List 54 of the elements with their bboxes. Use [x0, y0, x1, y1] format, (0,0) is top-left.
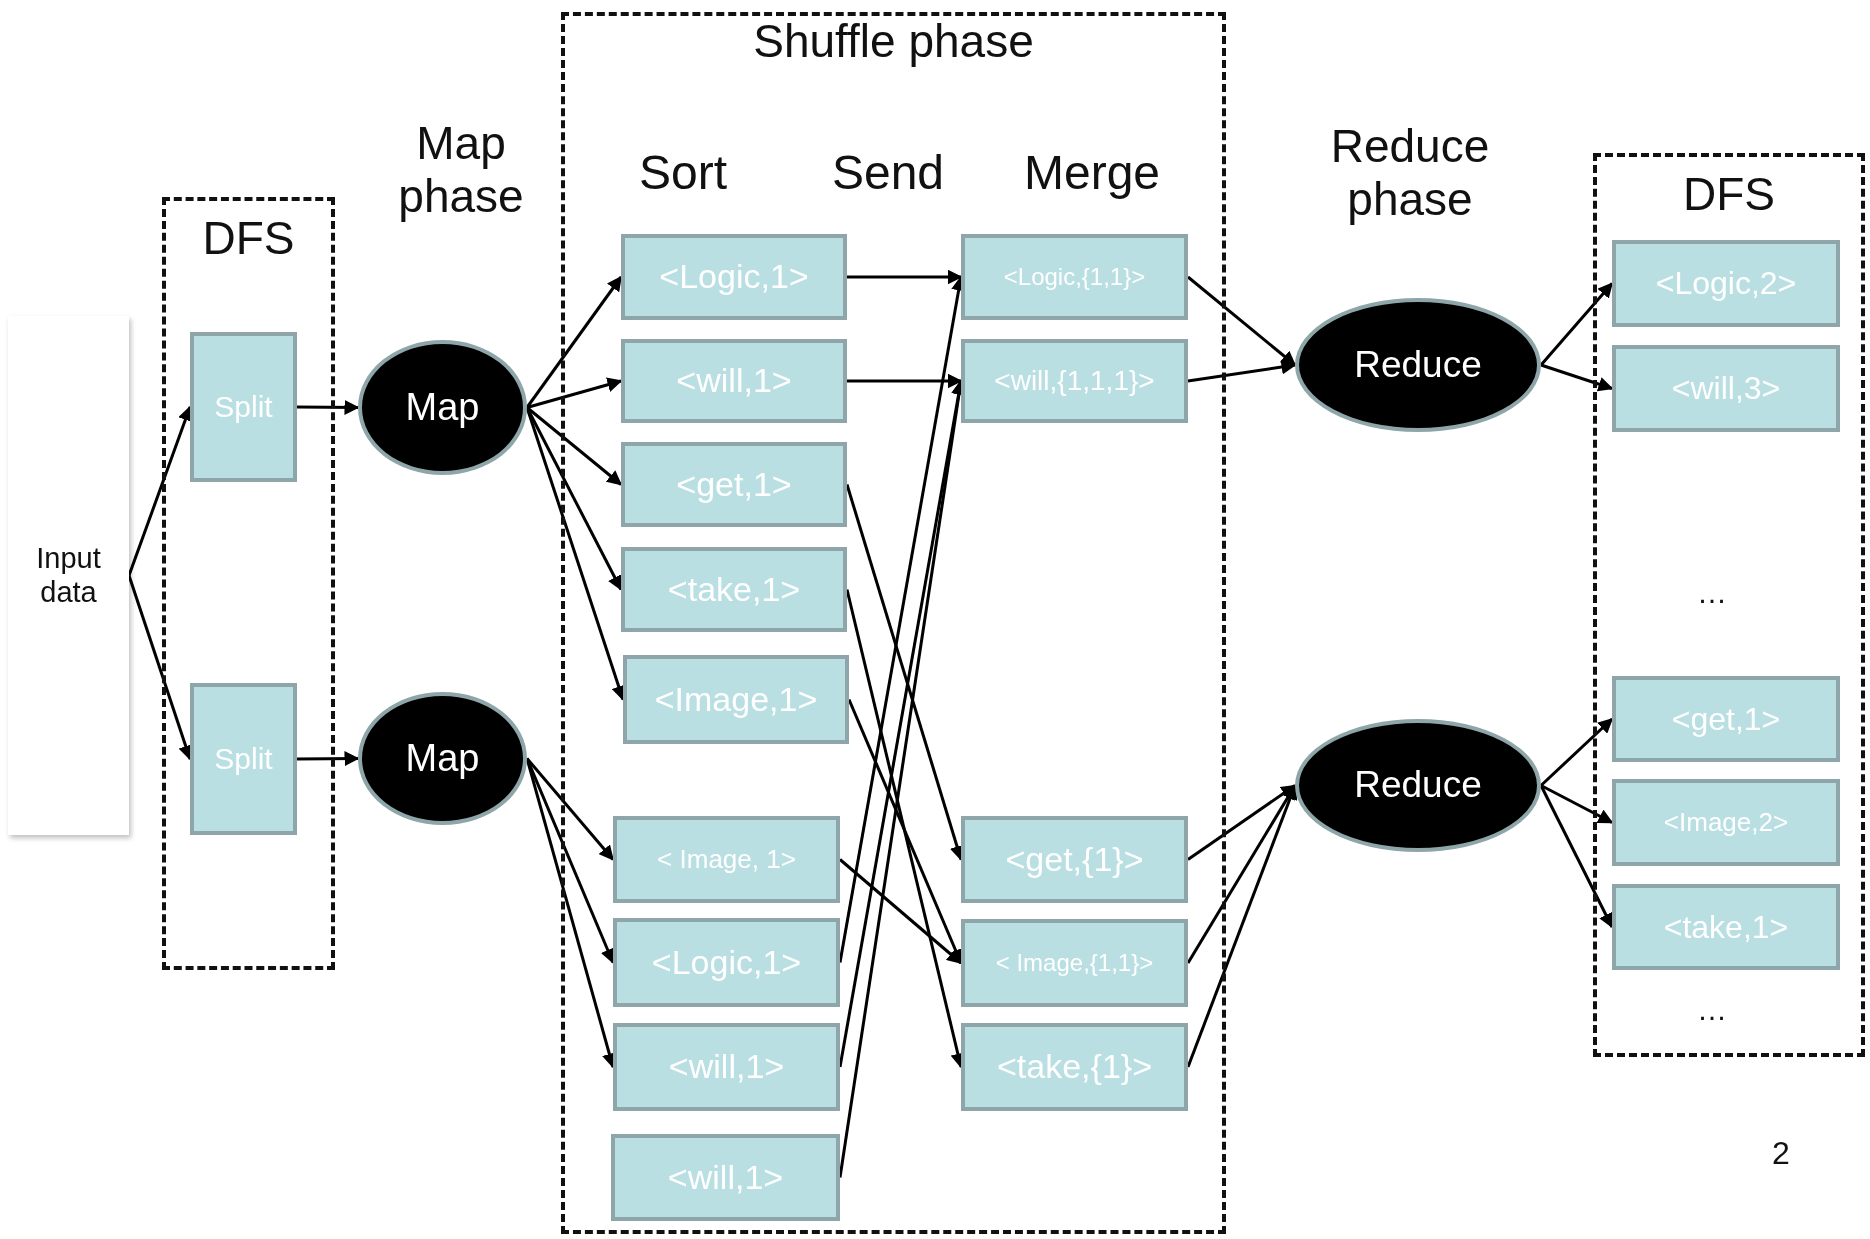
arrow: [297, 399, 360, 415]
key-value-box: <Logic,1>: [613, 918, 840, 1007]
process-ellipse: Reduce: [1295, 298, 1541, 432]
key-value-box: <get,{1}>: [961, 816, 1188, 903]
text-label: Reduce phase: [1329, 120, 1491, 226]
process-ellipse: Reduce: [1295, 719, 1541, 852]
arrow: [847, 373, 963, 389]
key-value-box: <get,1>: [1612, 676, 1840, 762]
process-ellipse: Map: [358, 340, 527, 475]
arrow: [1187, 359, 1297, 383]
arrow: [1540, 784, 1614, 824]
dashed-group-frame: [561, 12, 1226, 1234]
key-value-box: <Logic,1>: [621, 234, 847, 320]
key-value-box: <Logic,{1,1}>: [961, 234, 1188, 320]
key-value-box: < Image, 1>: [613, 816, 840, 903]
group-title: DFS: [1683, 171, 1775, 217]
input-box: Input data: [8, 316, 129, 835]
key-value-box: <will,3>: [1612, 345, 1840, 432]
key-value-box: <take,1>: [621, 547, 847, 632]
arrow: [526, 406, 623, 486]
dashed-group-frame: [162, 197, 335, 970]
arrow: [1539, 717, 1614, 787]
key-value-box: <will,1>: [613, 1023, 840, 1111]
text-label: …: [1696, 992, 1728, 1028]
arrow: [839, 858, 963, 965]
text-label: Sort: [638, 145, 728, 201]
arrow: [1187, 275, 1297, 367]
arrow: [526, 377, 623, 409]
key-value-box: <Image,1>: [623, 655, 849, 744]
process-ellipse: Map: [358, 692, 527, 825]
key-value-box: < Image,{1,1}>: [961, 919, 1188, 1007]
key-value-box: Split: [190, 332, 297, 482]
arrow: [1539, 784, 1614, 929]
text-label: Map phase: [397, 117, 525, 223]
key-value-box: <Logic,2>: [1612, 240, 1840, 327]
key-value-box: <take,1>: [1612, 884, 1840, 970]
arrow: [297, 751, 360, 767]
arrow: [525, 275, 623, 409]
arrow: [1540, 363, 1614, 392]
key-value-box: <Image,2>: [1612, 779, 1840, 866]
key-value-box: <will,{1,1,1}>: [961, 339, 1188, 423]
key-value-box: <get,1>: [621, 442, 847, 527]
key-value-box: <take,{1}>: [961, 1023, 1188, 1111]
arrow: [847, 269, 963, 285]
text-label: …: [1696, 575, 1728, 611]
key-value-box: <will,1>: [611, 1134, 840, 1221]
text-label: Send: [830, 145, 946, 201]
group-title: DFS: [202, 215, 295, 261]
text-label: Merge: [1022, 145, 1162, 201]
text-label: 2: [1771, 1134, 1791, 1172]
key-value-box: Split: [190, 683, 297, 835]
dashed-group-frame: [1593, 153, 1865, 1057]
arrow: [1539, 282, 1614, 366]
key-value-box: <will,1>: [621, 339, 847, 423]
